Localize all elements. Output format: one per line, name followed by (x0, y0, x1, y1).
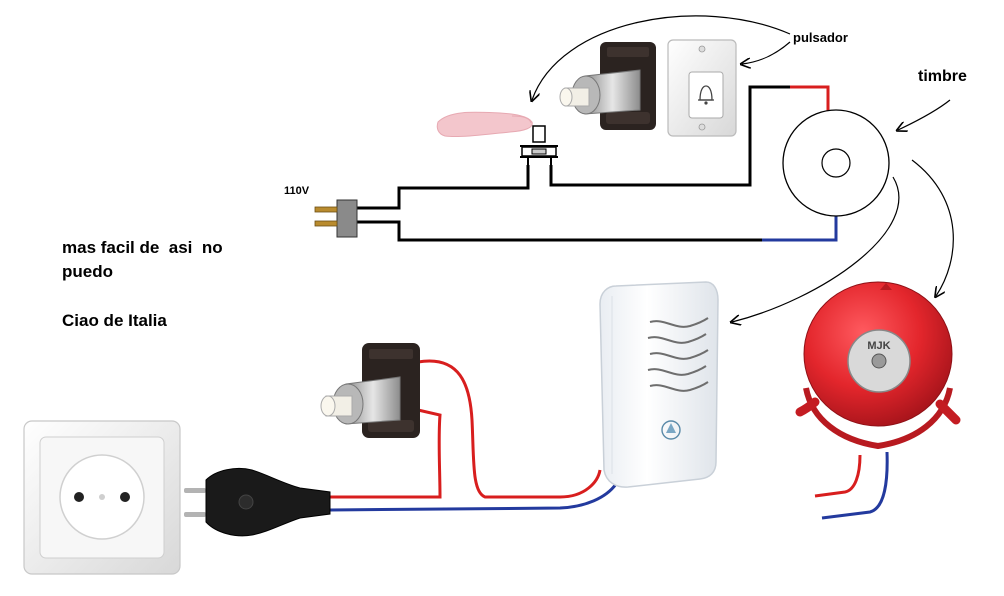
wire-blue-plug-to-chime (329, 483, 618, 512)
wire-bottom-black (357, 220, 762, 242)
wire-red-switch-top (417, 359, 602, 499)
label-pulsador: pulsador (793, 30, 848, 45)
photo-diagram-bottom: MJK (23, 281, 961, 575)
socket-hole-right (120, 492, 130, 502)
bell-logo: MJK (867, 340, 890, 352)
power-plug (184, 467, 331, 537)
socket-hole-left (74, 492, 84, 502)
doorbell-button-plate (667, 39, 737, 137)
note-line-2: puedo (62, 262, 113, 281)
label-voltage: 110V (284, 185, 310, 197)
wire-blue-segment (762, 214, 838, 242)
arrow-pulsador-to-plate (742, 41, 791, 64)
schematic-wires (357, 85, 838, 242)
arrow-timbre-to-bell (911, 159, 954, 296)
arrow-pulsador-to-switch (532, 15, 791, 100)
wire-red-plug-to-switch (330, 408, 442, 499)
brand-logo-icon (661, 420, 681, 440)
finger-illustration (436, 111, 533, 138)
schematic-top: pulsador timbre 110V (284, 15, 967, 322)
bell-icon (698, 85, 714, 105)
wire-red-segment (790, 85, 830, 112)
label-timbre: timbre (918, 68, 967, 85)
pushbutton-symbol (520, 125, 558, 165)
wire-top-black (357, 165, 530, 210)
arrow-timbre-label (898, 99, 951, 130)
note-line-3: Ciao de Italia (62, 311, 167, 330)
speaker-grille (647, 317, 709, 392)
pushbutton-photo-small (559, 42, 656, 130)
electric-bell: MJK (795, 281, 961, 450)
door-chime-unit (599, 281, 719, 488)
pushbutton-photo (320, 343, 420, 438)
plug-symbol (314, 199, 358, 238)
timbre-symbol (782, 109, 890, 217)
wire-switch-to-bell (549, 85, 790, 187)
wire-blue-bell (821, 451, 889, 520)
note-text: mas facil de asi no puedo Ciao de Italia (62, 238, 223, 330)
wall-socket (23, 420, 181, 575)
note-line-1: mas facil de asi no (62, 238, 223, 257)
arrow-timbre-to-chime (732, 176, 900, 322)
wire-red-bell (814, 454, 862, 498)
